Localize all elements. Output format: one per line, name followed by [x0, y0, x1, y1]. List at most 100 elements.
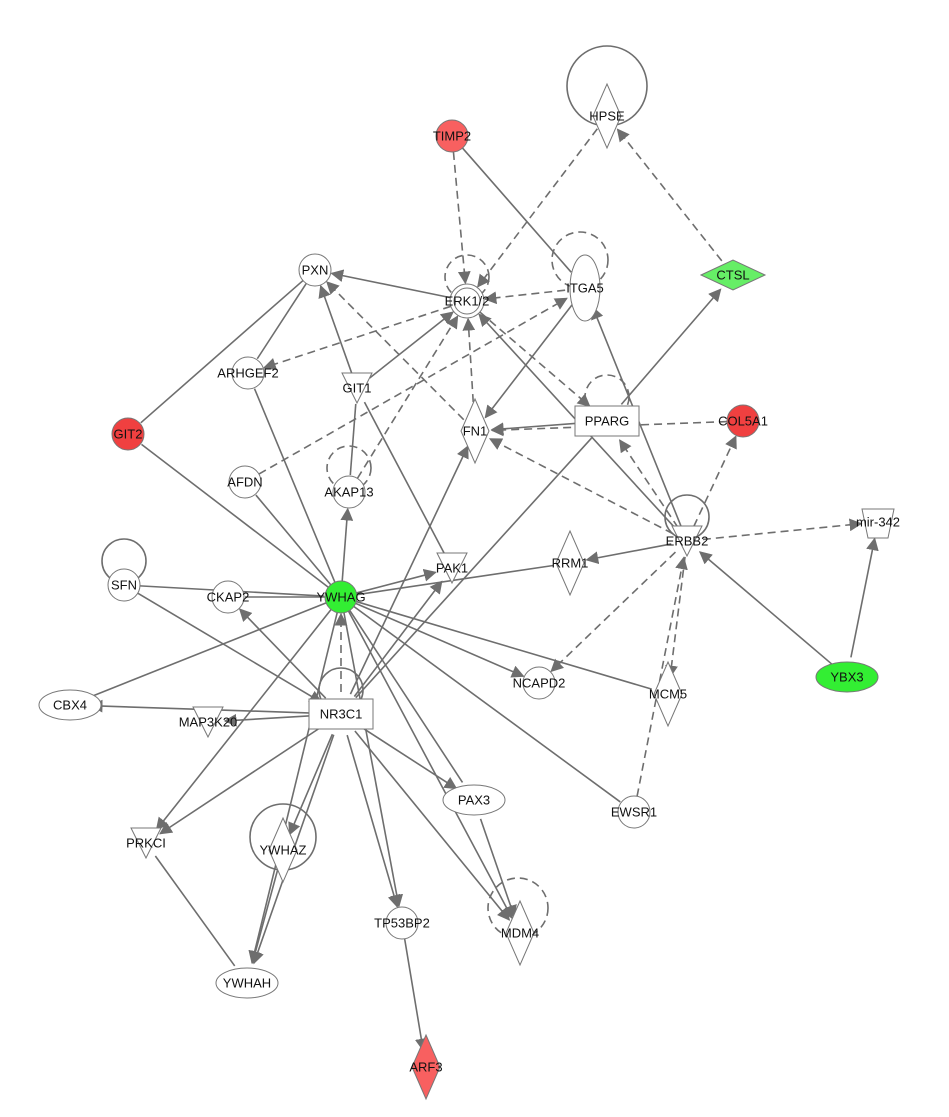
diamond-shape	[555, 529, 585, 597]
edge-tp53bp2-arf3	[403, 938, 428, 1052]
node-label: TP53BP2	[374, 916, 430, 931]
ellipse-shape	[215, 967, 279, 999]
node-tp53bp2[interactable]: TP53BP2	[374, 906, 430, 940]
edge-git1-pak1	[363, 401, 445, 554]
node-label: CBX4	[53, 698, 87, 713]
node-pax3[interactable]: PAX3	[442, 784, 506, 816]
node-mdm4[interactable]: MDM4	[501, 899, 539, 967]
node-pak1[interactable]: PAK1	[436, 552, 468, 585]
node-itga5[interactable]: ITGA5	[566, 254, 604, 322]
node-arhgef2[interactable]: ARHGEF2	[217, 356, 279, 390]
edge-nr3c1-prkci	[159, 725, 324, 835]
circle-shape	[726, 404, 760, 438]
node-label: YWHAZ	[260, 843, 307, 858]
node-label: PAK1	[436, 561, 468, 576]
edge-ywhag-pax3	[349, 609, 464, 783]
node-rrm1[interactable]: RRM1	[552, 529, 589, 597]
node-akap13[interactable]: AKAP13	[324, 475, 374, 509]
node-nr3c1[interactable]: NR3C1	[308, 698, 374, 730]
node-ckap2[interactable]: CKAP2	[207, 580, 250, 614]
node-ybx3[interactable]: YBX3	[815, 661, 879, 693]
edge-akap13-erk	[356, 315, 459, 479]
node-mir342[interactable]: mir-342	[856, 508, 900, 539]
diamond-shape	[411, 1033, 441, 1101]
node-label: ARF3	[409, 1060, 442, 1075]
node-ncapd2[interactable]: NCAPD2	[513, 666, 566, 700]
node-erk[interactable]: ERK1/2	[445, 283, 490, 319]
edge-erbb2-fn1	[488, 438, 674, 535]
circle-shape	[107, 568, 141, 602]
node-erbb2[interactable]: ERBB2	[666, 525, 709, 558]
diamond-shape	[505, 899, 535, 967]
edge-erk-pxn	[330, 269, 451, 299]
edge-erbb2-rrm1	[585, 543, 672, 565]
edge-ctsl-hpse	[616, 128, 723, 262]
circle-shape	[298, 253, 332, 287]
node-label: MCM5	[649, 687, 687, 702]
rect-shape	[574, 405, 640, 437]
triangle-down-shape	[192, 706, 224, 739]
node-git1[interactable]: GIT1	[341, 372, 373, 405]
triangle-down-shape	[436, 552, 468, 585]
edge-ybx3-mir342	[850, 537, 879, 658]
node-git2[interactable]: GIT2	[111, 417, 145, 451]
edge-nr3c1-pparg	[355, 437, 593, 699]
node-label: YWHAG	[316, 590, 365, 605]
node-col5a1[interactable]: COL5A1	[718, 404, 768, 438]
node-ywhag[interactable]: YWHAG	[316, 580, 366, 614]
node-label: COL5A1	[718, 414, 768, 429]
edge-sfn-nr3c1	[137, 592, 323, 703]
node-label: CTSL	[716, 268, 749, 283]
node-ewsr1[interactable]: EWSR1	[611, 795, 657, 829]
ellipse-shape	[442, 784, 506, 816]
node-fn1[interactable]: FN1	[460, 397, 490, 465]
node-mcm5[interactable]: MCM5	[649, 660, 687, 728]
node-label: PAX3	[458, 793, 490, 808]
node-ywhaz[interactable]: YWHAZ	[260, 816, 307, 884]
wide-diamond-shape	[699, 259, 767, 291]
edge-nr3c1-fn1	[349, 445, 469, 695]
diamond-shape	[592, 82, 622, 150]
node-label: MDM4	[501, 926, 539, 941]
node-pxn[interactable]: PXN	[298, 253, 332, 287]
edge-hpse-erk	[477, 128, 598, 288]
node-label: SFN	[111, 578, 137, 593]
node-hpse[interactable]: HPSE	[589, 82, 625, 150]
node-label: GIT2	[114, 427, 143, 442]
edge-erbb2-col5a1	[693, 435, 737, 527]
node-label: EWSR1	[611, 805, 657, 820]
edge-ywhag-cbx4	[89, 602, 327, 698]
edge-timp2-erk	[452, 151, 471, 285]
edge-ywhag-afdn	[255, 494, 332, 586]
node-label: PRKCI	[126, 836, 166, 851]
edge-pax3-mdm4	[479, 818, 517, 919]
node-label: ERK1/2	[445, 294, 490, 309]
node-ywhah[interactable]: YWHAH	[215, 967, 279, 999]
edge-pxn-arhgef2	[256, 282, 307, 360]
node-arf3[interactable]: ARF3	[409, 1033, 443, 1101]
node-timp2[interactable]: TIMP2	[433, 119, 471, 153]
edge-pparg-ctsl	[620, 288, 722, 405]
ellipse-shape	[38, 689, 102, 721]
edge-git1-erk	[369, 311, 454, 379]
edge-pxn-git2	[140, 279, 304, 424]
node-map3k20[interactable]: MAP3K20	[179, 706, 238, 739]
edge-ywhag-mdm4	[347, 610, 513, 920]
node-afdn[interactable]: AFDN	[227, 465, 263, 499]
diamond-shape	[653, 660, 683, 728]
node-prkci[interactable]: PRKCI	[126, 827, 166, 860]
node-cbx4[interactable]: CBX4	[38, 689, 102, 721]
edge-prkci-ywhah	[154, 855, 236, 967]
node-ctsl[interactable]: CTSL	[699, 259, 767, 291]
node-pparg[interactable]: PPARG	[574, 405, 640, 437]
node-label: NR3C1	[320, 707, 363, 722]
circle-shape	[111, 417, 145, 451]
rect-shape	[308, 698, 374, 730]
edge-ybx3-erbb2	[698, 551, 833, 665]
circle-shape	[324, 580, 358, 614]
node-sfn[interactable]: SFN	[107, 568, 141, 602]
circle-shape	[332, 475, 366, 509]
node-label: TIMP2	[433, 129, 471, 144]
node-label: NCAPD2	[513, 676, 566, 691]
circle-shape	[211, 580, 245, 614]
